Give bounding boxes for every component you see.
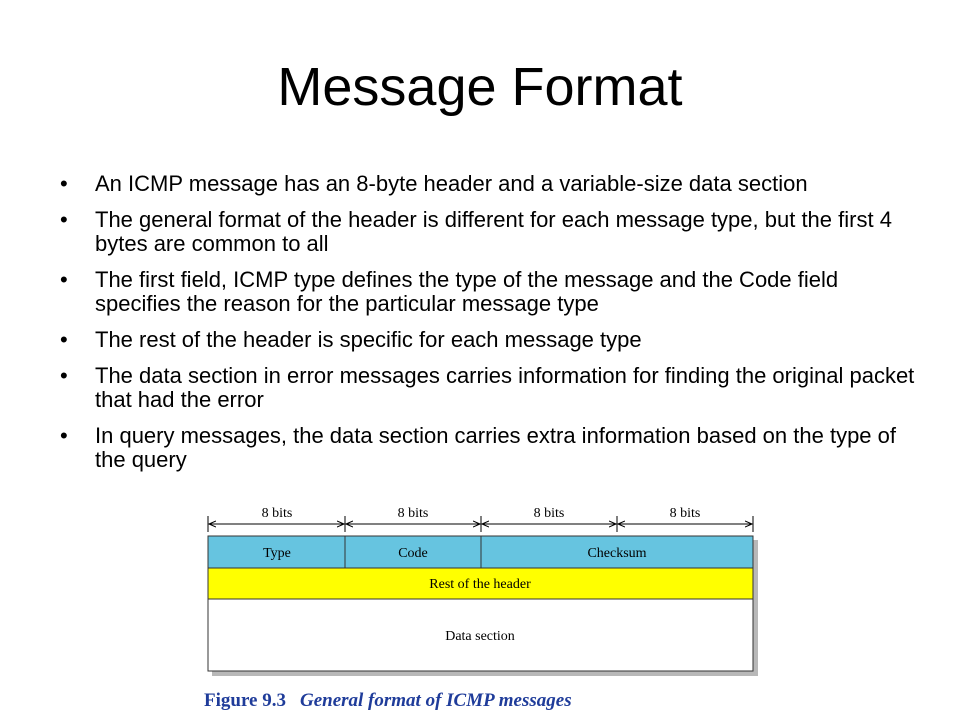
bit-width-label: 8 bits xyxy=(398,506,429,521)
checksum-label: Checksum xyxy=(587,546,646,561)
bullet-item: • The first field, ICMP type defines the … xyxy=(60,268,920,316)
bullet-text: The data section in error messages carri… xyxy=(95,363,915,412)
bit-width-label: 8 bits xyxy=(262,506,293,521)
slide-title: Message Format xyxy=(277,57,683,117)
bullet-text: The general format of the header is diff… xyxy=(95,207,892,256)
figure-caption-text: General format of ICMP messages xyxy=(299,690,572,711)
bullet-marker: • xyxy=(60,423,68,448)
bullet-item: • The data section in error messages carr… xyxy=(60,364,920,412)
bullet-item: • The rest of the header is specific for … xyxy=(60,328,920,352)
figure-number: Figure 9.3 xyxy=(204,690,286,711)
bullet-marker: • xyxy=(60,327,68,352)
code-field xyxy=(344,535,482,569)
bullet-item: • An ICMP message has an 8-byte header an… xyxy=(60,172,920,196)
bullet-item: • The general format of the header is dif… xyxy=(60,208,920,256)
code-label: Code xyxy=(398,546,428,561)
bullet-marker: • xyxy=(60,207,68,232)
bullet-marker: • xyxy=(60,267,68,292)
figure-caption: Figure 9.3 General format of ICMP message… xyxy=(204,690,572,712)
icmp-format-diagram: 8 bits 8 bits 8 bits 8 bits Type Code Ch… xyxy=(207,506,758,676)
bullet-list: • An ICMP message has an 8-byte header an… xyxy=(60,172,920,484)
bullet-marker: • xyxy=(60,363,68,388)
bullet-marker: • xyxy=(60,171,68,196)
type-label: Type xyxy=(263,546,291,561)
bullet-item: • In query messages, the data section car… xyxy=(60,424,920,472)
bullet-text: In query messages, the data section carr… xyxy=(95,423,897,472)
bullet-text: The first field, ICMP type defines the t… xyxy=(95,267,839,316)
bit-width-row: 8 bits 8 bits 8 bits 8 bits xyxy=(207,506,754,532)
rest-of-header-field xyxy=(207,567,754,600)
bullet-text: An ICMP message has an 8-byte header and… xyxy=(95,171,808,196)
checksum-field xyxy=(480,535,754,569)
rest-of-header-label: Rest of the header xyxy=(429,577,531,592)
bit-width-label: 8 bits xyxy=(534,506,565,521)
bit-width-label: 8 bits xyxy=(670,506,701,521)
bullet-text: The rest of the header is specific for e… xyxy=(95,327,642,352)
data-section-field xyxy=(207,598,754,672)
data-section-label: Data section xyxy=(445,629,515,644)
